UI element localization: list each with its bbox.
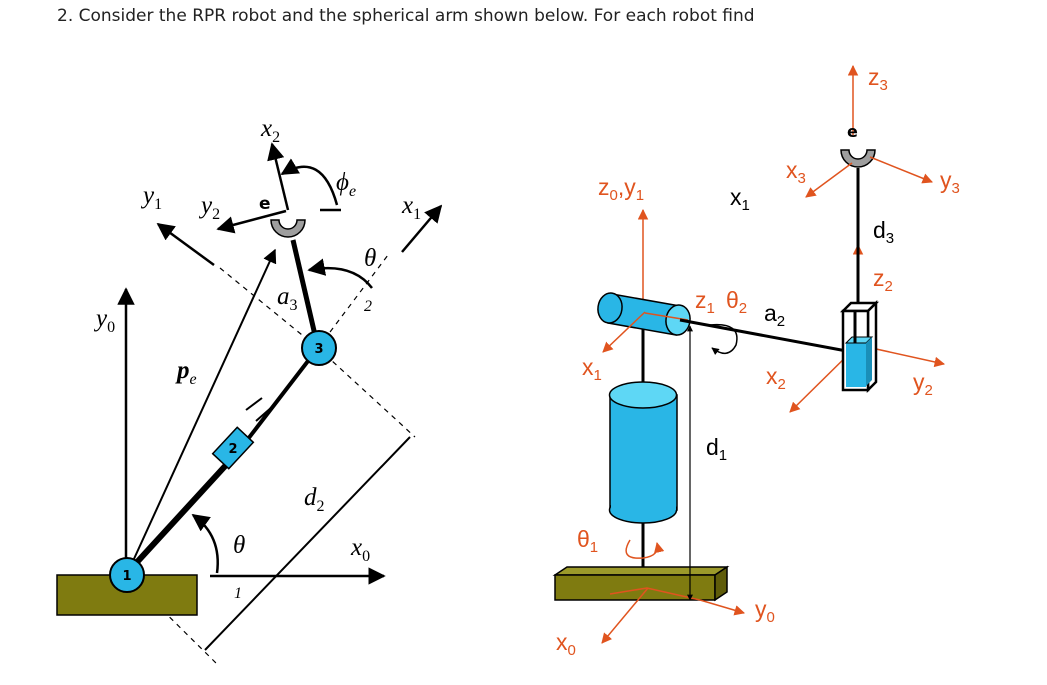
prismatic-joint-2: 2 [211, 397, 273, 470]
question-text: 2. Consider the RPR robot and the spheri… [57, 6, 755, 26]
joint-3-label: 3 [314, 342, 323, 357]
x1-label: x1 [401, 192, 421, 223]
link-3-e [290, 239, 321, 349]
theta2-label: θ [364, 245, 376, 272]
shoulder-cylinder [597, 292, 691, 336]
a3-label: a3 [277, 283, 298, 314]
x2-label-arm: x2 [766, 363, 786, 393]
gripper-right [840, 149, 876, 168]
theta2-subscript: 2 [364, 298, 372, 315]
gripper-left [270, 219, 306, 238]
z1-label: z1 [695, 287, 715, 317]
spherical-arm: z0,y1 x1 x3 z3 y3 e d3 z2 z1 θ2 a2 x1 x2… [552, 64, 960, 659]
rpr-robot: 2 1 3 x2 y1 y2 e [56, 115, 443, 666]
phi-angle-arc [280, 158, 339, 206]
x1-axis-left [602, 311, 646, 353]
x1-top-label: x1 [730, 184, 750, 214]
x3-label: x3 [786, 157, 806, 187]
theta2-rotation-arrow [709, 323, 738, 356]
d2-label: d2 [304, 484, 325, 515]
x0-axis-arm [601, 587, 649, 644]
z0-y1-label: z0,y1 [598, 174, 644, 204]
z2-label: z2 [873, 265, 893, 295]
d2-dimension-line [204, 436, 411, 651]
a2-label: a2 [764, 300, 785, 330]
d3-label: d3 [873, 217, 894, 247]
x1-axis [401, 204, 443, 253]
prismatic-box [839, 299, 880, 394]
x3-axis [805, 162, 853, 198]
theta1-rotation-arrow [625, 539, 665, 559]
x0-label: x0 [350, 534, 370, 565]
base-cylinder [608, 381, 678, 524]
end-effector-label-right: e [847, 122, 858, 141]
theta2-angle-arc [307, 258, 373, 289]
z3-label: z3 [868, 64, 888, 94]
y1-axis [156, 222, 215, 267]
end-effector-label-left: e [259, 194, 271, 214]
y3-label: y3 [940, 167, 960, 197]
revolute-joint-1: 1 [109, 557, 145, 593]
theta2-label-arm: θ2 [726, 287, 747, 317]
y2-label: y2 [198, 192, 220, 223]
x2-label: x2 [260, 115, 280, 146]
base-plate [552, 565, 730, 602]
joint-1-label: 1 [122, 569, 131, 584]
y1-label: y1 [140, 182, 162, 213]
theta1-label-arm: θ1 [577, 526, 598, 556]
theta1-angle-arc [191, 513, 219, 574]
joint-2-label: 2 [228, 442, 237, 457]
phi-e-label: ϕe [336, 169, 356, 200]
d1-label: d1 [706, 434, 727, 464]
base-frame-corner [609, 587, 701, 601]
y0-label: y0 [93, 305, 115, 336]
link-a2 [679, 318, 853, 354]
pe-label: pe [175, 357, 197, 388]
y2-label-arm: y2 [913, 369, 933, 399]
revolute-joint-3: 3 [301, 330, 337, 366]
y0-label-arm: y0 [755, 596, 775, 626]
y2-axis [216, 209, 287, 234]
link-2-3 [236, 346, 320, 454]
x2-axis [267, 142, 290, 211]
pe-vector [127, 248, 277, 573]
link-1-2 [125, 449, 241, 575]
y0-axis-arm [699, 599, 746, 616]
x0-label-arm: x0 [556, 629, 576, 659]
theta1-subscript: 1 [234, 585, 242, 602]
theta1-label: θ [233, 532, 245, 559]
y3-axis [869, 156, 933, 184]
x1-left-label: x1 [582, 354, 602, 384]
